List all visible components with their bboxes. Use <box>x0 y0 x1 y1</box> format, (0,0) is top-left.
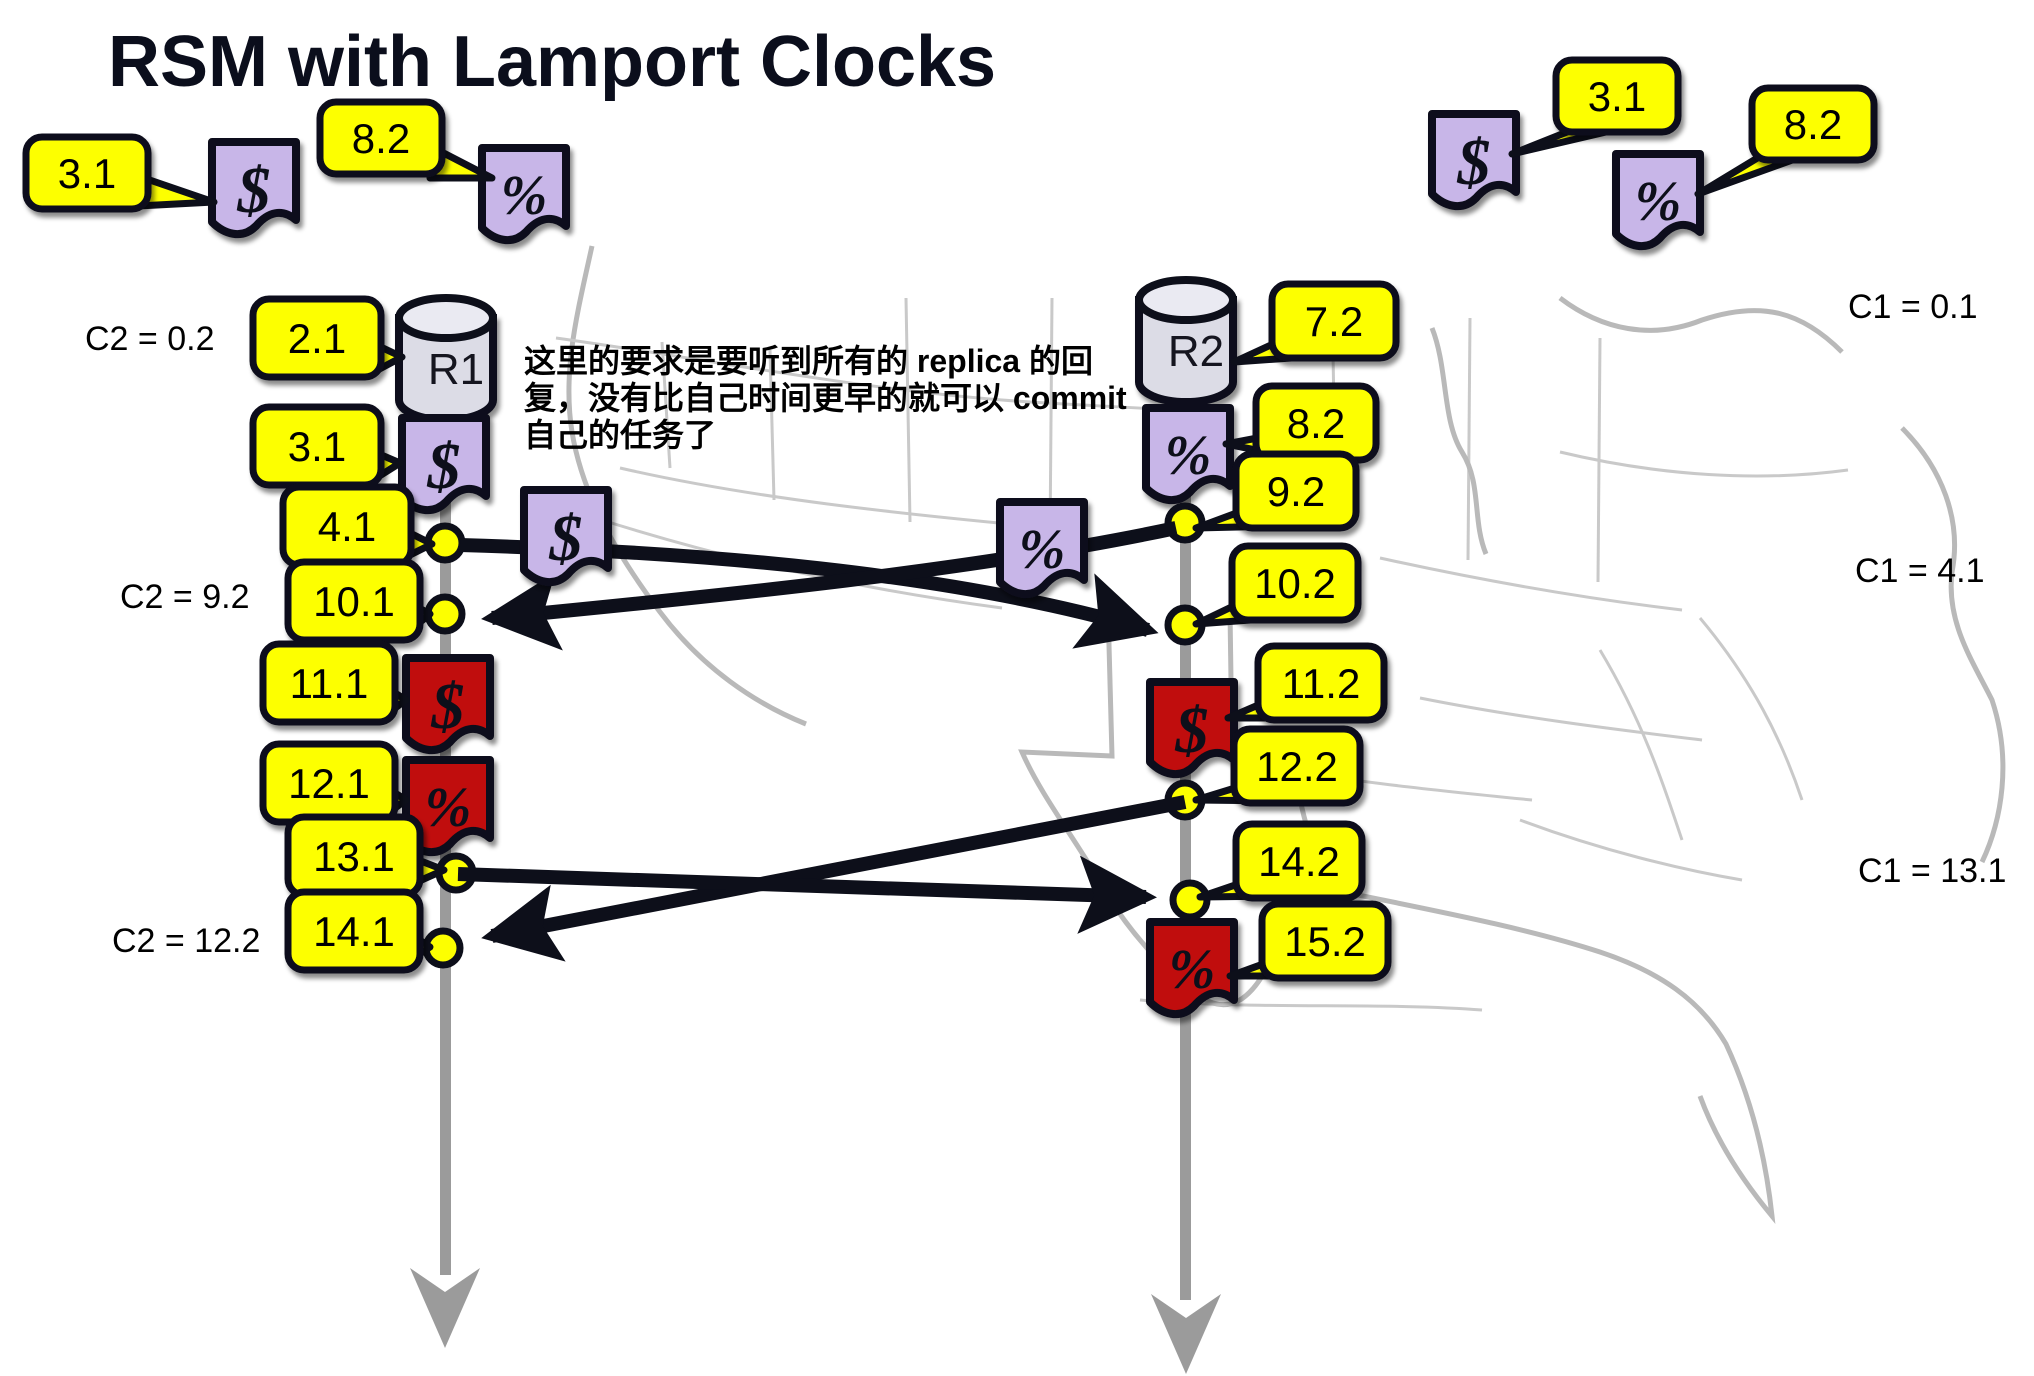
clock-label-c1-4-1: C1 = 4.1 <box>1855 552 1984 590</box>
message-arrow-r2-to-r1-top <box>481 521 1178 651</box>
callout-r2-10-2: 10.2 <box>1192 542 1362 628</box>
annotation-line-3: 自己的任务了 <box>524 417 716 453</box>
clock-label-c2-9-2: C2 = 9.2 <box>120 578 249 616</box>
callout-label: 2.1 <box>288 315 346 362</box>
callout-label: 9.2 <box>1267 468 1325 515</box>
callout-r1-13-1: 13.1 <box>284 813 448 899</box>
clock-label-c2-0-2: C2 = 0.2 <box>85 320 214 358</box>
callout-label: 12.2 <box>1256 743 1338 790</box>
callout-label: 3.1 <box>58 150 116 197</box>
r1-dollar-doc-red: $ <box>402 654 494 755</box>
top-left-percent-doc: % <box>478 144 570 245</box>
callout-label: 3.1 <box>1588 73 1646 120</box>
r2-percent-doc-purple: % <box>1142 404 1234 505</box>
replica-r1: R1 <box>395 294 497 424</box>
callout-label: 10.2 <box>1254 560 1336 607</box>
percent-doc-icon: % <box>1165 425 1212 487</box>
message-arrow-r2-to-r1-bottom <box>481 795 1187 962</box>
callout-r2-14-2: 14.2 <box>1196 820 1366 902</box>
percent-doc-icon: % <box>501 165 548 227</box>
callout-label: 7.2 <box>1305 298 1363 345</box>
clock-label-c1-13-1: C1 = 13.1 <box>1858 852 2006 890</box>
callout-label: 12.1 <box>288 760 370 807</box>
callout-r1-11-1: 11.1 <box>259 640 410 726</box>
callout-label: 4.1 <box>318 503 376 550</box>
callout-r2-11-2: 11.2 <box>1224 642 1388 724</box>
clock-label-c2-12-2: C2 = 12.2 <box>112 922 260 960</box>
annotation-line-2: 复，没有比自己时间更早的就可以 commit <box>524 380 1127 416</box>
callout-r1-3-1: 3.1 <box>249 403 404 489</box>
r2-percent-doc-red: % <box>1146 918 1238 1019</box>
dollar-doc-icon: $ <box>1457 126 1491 199</box>
r1-timeline-arrowhead-icon <box>410 1268 480 1348</box>
callout-top-right-dollar: 3.1 <box>1508 56 1682 158</box>
top-right-percent-doc: % <box>1612 150 1704 251</box>
callout-top-right-percent: 8.2 <box>1694 84 1878 198</box>
percent-doc-icon: % <box>1635 171 1682 233</box>
dollar-doc-icon: $ <box>427 430 461 503</box>
page-title: RSM with Lamport Clocks <box>108 22 996 102</box>
r2-dollar-doc-red: $ <box>1146 678 1238 779</box>
callout-label: 11.2 <box>1282 660 1361 707</box>
dollar-doc-icon: $ <box>431 670 465 743</box>
top-right-dollar-doc: $ <box>1428 110 1520 211</box>
callout-r2-12-2: 12.2 <box>1192 725 1364 807</box>
percent-doc-icon: % <box>425 777 472 839</box>
r2-timeline <box>1151 378 1221 1374</box>
callout-r1-14-1: 14.1 <box>284 888 434 974</box>
clock-label-c1-0-1: C1 = 0.1 <box>1848 288 1977 326</box>
callout-r1-12-1: 12.1 <box>259 740 410 826</box>
r1-dollar-doc-purple: $ <box>398 414 490 515</box>
callout-r1-10-1: 10.1 <box>284 558 434 644</box>
callout-label: 8.2 <box>1287 400 1345 447</box>
callout-label: 8.2 <box>1784 101 1842 148</box>
callout-label: 14.2 <box>1258 838 1340 885</box>
percent-doc-icon: % <box>1019 519 1066 581</box>
callout-label: 10.1 <box>313 578 395 625</box>
callout-label: 8.2 <box>352 115 410 162</box>
dollar-doc-icon: $ <box>1175 694 1209 767</box>
top-left-dollar-doc: $ <box>208 138 300 239</box>
callout-r2-7-2: 7.2 <box>1230 280 1400 366</box>
callout-label: 15.2 <box>1284 918 1366 965</box>
callout-label: 11.1 <box>290 660 369 707</box>
dollar-doc-icon: $ <box>549 502 583 575</box>
in-flight-percent-doc: % <box>996 498 1088 599</box>
callout-label: 3.1 <box>288 423 346 470</box>
in-flight-dollar-doc: $ <box>520 486 612 587</box>
callout-label: 14.1 <box>313 908 395 955</box>
callout-top-left-percent: 8.2 <box>316 98 496 182</box>
percent-doc-icon: % <box>1169 939 1216 1001</box>
callout-label: 13.1 <box>313 833 395 880</box>
callout-r2-15-2: 15.2 <box>1226 900 1392 982</box>
annotation-line-1: 这里的要求是要听到所有的 replica 的回 <box>524 343 1093 379</box>
callout-r2-9-2: 9.2 <box>1192 450 1360 532</box>
r2-timeline-arrowhead-icon <box>1151 1294 1221 1374</box>
callout-r2-8-2: 8.2 <box>1222 382 1380 464</box>
dollar-doc-icon: $ <box>237 154 271 227</box>
replica-r1-label: R1 <box>428 345 484 394</box>
replica-r2: R2 <box>1135 276 1237 406</box>
callout-r1-4-1: 4.1 <box>279 483 436 569</box>
callout-r1-2-1: 2.1 <box>249 295 406 381</box>
message-arrow-r1-to-r2-bottom <box>457 855 1157 934</box>
annotation-note: 这里的要求是要听到所有的 replica 的回 复，没有比自己时间更早的就可以 … <box>524 343 1127 453</box>
callout-top-left-dollar: 3.1 <box>22 133 218 213</box>
replica-r2-label: R2 <box>1168 327 1224 376</box>
